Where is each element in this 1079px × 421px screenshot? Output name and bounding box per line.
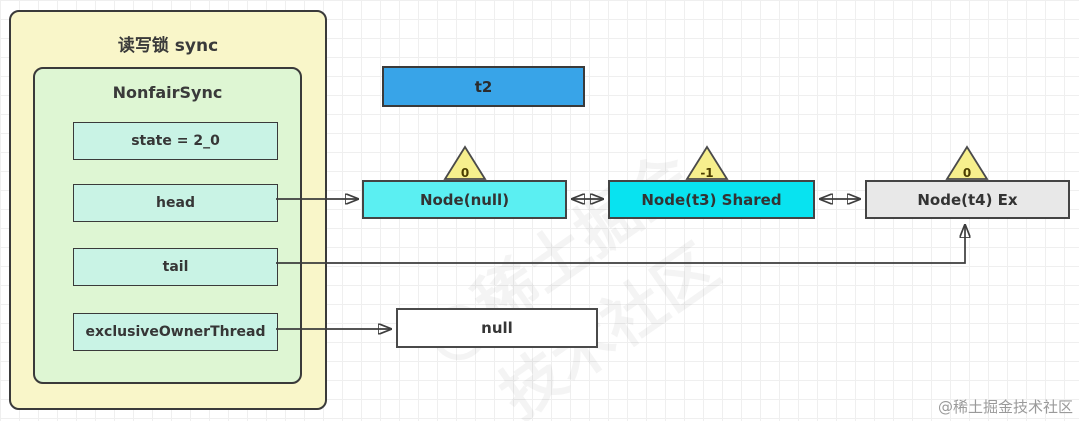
node-t3-shared-box: Node(t3) Shared — [608, 180, 815, 219]
node-null-box: Node(null) — [362, 180, 567, 219]
null-value-box: null — [396, 308, 598, 348]
field-tail: tail — [73, 248, 278, 286]
thread-t2-box: t2 — [382, 66, 585, 107]
wait-status-badge-node-t4: 0 — [945, 145, 989, 181]
wait-status-badge-node-null: 0 — [443, 145, 487, 181]
field-head: head — [73, 184, 278, 222]
nonfairsync-panel: NonfairSync state = 2_0 head tail exclus… — [33, 67, 302, 384]
juejin-watermark: @稀土掘金技术社区 — [937, 398, 1073, 416]
field-exclusive-owner-thread: exclusiveOwnerThread — [73, 313, 278, 351]
sync-panel-title: 读写锁 sync — [117, 36, 219, 56]
wait-status-value: -1 — [700, 166, 714, 180]
node-t4-ex-box: Node(t4) Ex — [865, 180, 1070, 219]
triangle-icon — [685, 145, 729, 180]
field-state: state = 2_0 — [73, 122, 278, 160]
triangle-icon — [443, 145, 487, 180]
wait-status-value: 0 — [962, 166, 972, 180]
wait-status-value: 0 — [460, 166, 470, 180]
sync-panel: 读写锁 sync NonfairSync state = 2_0 head ta… — [9, 10, 327, 410]
wait-status-badge-node-t3: -1 — [685, 145, 729, 181]
nonfairsync-title: NonfairSync — [112, 83, 223, 102]
triangle-icon — [945, 145, 989, 180]
